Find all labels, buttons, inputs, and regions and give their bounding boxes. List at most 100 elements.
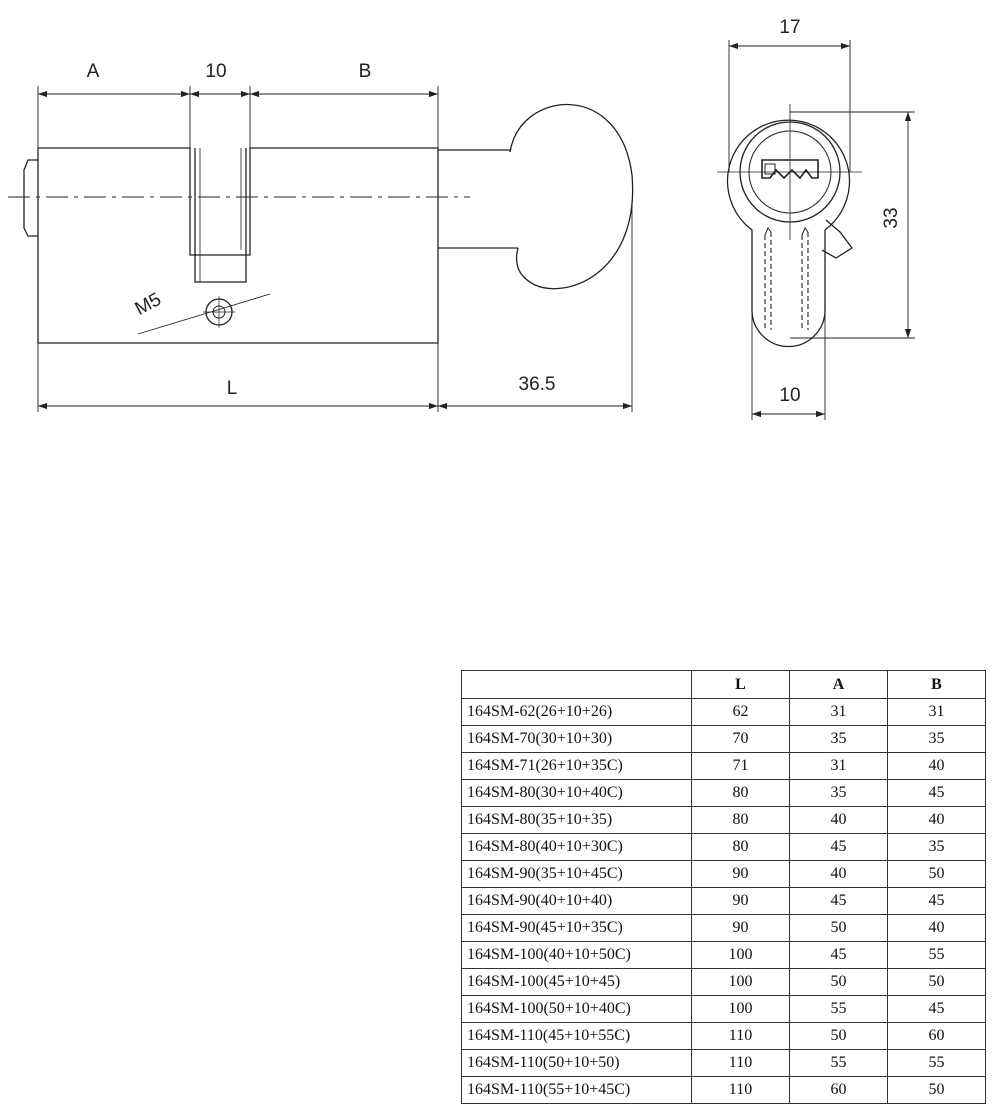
side-view: [8, 103, 634, 344]
cell-model: 164SM-100(50+10+40C): [461, 995, 692, 1023]
cell-a-value: 31: [789, 752, 888, 780]
cell-l-value: 110: [691, 1022, 790, 1050]
cell-b-value: 31: [887, 698, 986, 726]
cell-model: 164SM-80(35+10+35): [461, 806, 692, 834]
cell-l-value: 71: [691, 752, 790, 780]
side-view-dimensions: [37, 86, 633, 412]
cell-a-value: 45: [789, 887, 888, 915]
cell-model: 164SM-100(45+10+45): [461, 968, 692, 996]
cell-model: 164SM-100(40+10+50C): [461, 941, 692, 969]
cell-model: 164SM-110(45+10+55C): [461, 1022, 692, 1050]
cell-l-value: 100: [691, 968, 790, 996]
cell-model: 164SM-71(26+10+35C): [461, 752, 692, 780]
cell-b-value: 45: [887, 995, 986, 1023]
cell-a-value: 40: [789, 806, 888, 834]
cell-b-value: 40: [887, 806, 986, 834]
cell-model: 164SM-70(30+10+30): [461, 725, 692, 753]
cell-a-value: 45: [789, 941, 888, 969]
cell-l-value: 80: [691, 806, 790, 834]
label-height-33: 33: [881, 207, 902, 228]
cell-l-value: 100: [691, 941, 790, 969]
cell-a-value: 60: [789, 1076, 888, 1104]
end-view-profile: [726, 119, 851, 348]
cell-l-value: 90: [691, 860, 790, 888]
end-view: [717, 104, 862, 348]
cell-b-value: 45: [887, 887, 986, 915]
cell-b-value: 50: [887, 968, 986, 996]
cell-model: 164SM-90(45+10+35C): [461, 914, 692, 942]
cell-model: 164SM-90(35+10+45C): [461, 860, 692, 888]
cell-l-value: 110: [691, 1076, 790, 1104]
m5-leader: [137, 293, 271, 335]
pin-stack-left: [764, 232, 772, 330]
cell-l-value: 70: [691, 725, 790, 753]
cell-a-value: 55: [789, 1049, 888, 1077]
end-view-dimensions: [728, 40, 915, 420]
cell-l-value: 90: [691, 914, 790, 942]
header-b: B: [887, 670, 986, 699]
table-header-row: L A B: [461, 670, 986, 699]
cell-l-value: 80: [691, 779, 790, 807]
keyway: [761, 159, 819, 180]
cell-a-value: 55: [789, 995, 888, 1023]
thumb-turn-knob: [509, 103, 634, 290]
cell-b-value: 55: [887, 1049, 986, 1077]
label-b: B: [359, 61, 372, 82]
cell-b-value: 45: [887, 779, 986, 807]
cell-l-value: 90: [691, 887, 790, 915]
label-bottom-width-10: 10: [779, 385, 800, 406]
cell-a-value: 50: [789, 1022, 888, 1050]
cell-a-value: 45: [789, 833, 888, 861]
label-width-17: 17: [779, 17, 800, 38]
cell-l-value: 80: [691, 833, 790, 861]
cell-a-value: 35: [789, 725, 888, 753]
label-knob: 36.5: [519, 374, 556, 395]
label-a: A: [87, 61, 100, 82]
cell-b-value: 50: [887, 1076, 986, 1104]
label-l: L: [227, 378, 238, 399]
cell-a-value: 50: [789, 914, 888, 942]
cell-b-value: 60: [887, 1022, 986, 1050]
cell-l-value: 62: [691, 698, 790, 726]
label-cam-width: 10: [205, 61, 226, 82]
cell-model: 164SM-80(30+10+40C): [461, 779, 692, 807]
cell-model: 164SM-80(40+10+30C): [461, 833, 692, 861]
cell-b-value: 35: [887, 725, 986, 753]
cell-b-value: 35: [887, 833, 986, 861]
cell-l-value: 100: [691, 995, 790, 1023]
pin-stack-right: [801, 232, 809, 330]
cell-b-value: 40: [887, 752, 986, 780]
cell-a-value: 35: [789, 779, 888, 807]
label-m5: M5: [132, 289, 165, 320]
cell-b-value: 55: [887, 941, 986, 969]
header-model: [461, 670, 692, 699]
cell-model: 164SM-110(50+10+50): [461, 1049, 692, 1077]
cell-a-value: 50: [789, 968, 888, 996]
cell-b-value: 50: [887, 860, 986, 888]
knob-shaft: [438, 149, 518, 249]
cam-blade: [821, 219, 853, 259]
cell-model: 164SM-62(26+10+26): [461, 698, 692, 726]
cell-a-value: 40: [789, 860, 888, 888]
cell-model: 164SM-110(55+10+45C): [461, 1076, 692, 1104]
plug-front: [23, 159, 38, 237]
technical-drawing: A 10 B M5 L 36.5 17 33 10: [8, 17, 915, 420]
header-l: L: [691, 670, 790, 699]
cylinder-body-outline: [37, 147, 439, 344]
cam-slot: [194, 148, 247, 283]
